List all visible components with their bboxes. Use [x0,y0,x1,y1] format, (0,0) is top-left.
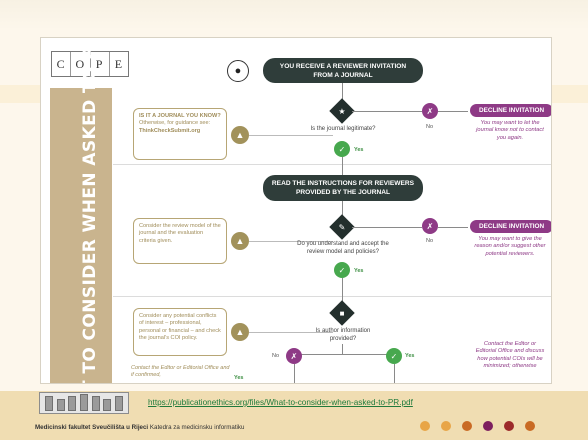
section-divider [113,164,551,165]
step3-no-icon: ✗ [286,348,302,364]
connector [342,201,343,217]
decorative-dot [462,421,472,431]
step3-yes-label: Yes [405,353,415,359]
step1-callout: IS IT A JOURNAL YOU KNOW? Otherwise, for… [133,108,227,160]
step2-yes-label: Yes [354,268,364,274]
step1-note: You may want to let the journal know not… [476,120,544,141]
step2-no-label: No [426,238,434,244]
megaphone-icon: ▲ [231,126,249,144]
step3-question: Is author information provided? [315,328,371,342]
decorative-dot [441,421,451,431]
step3-no-label: No [272,353,280,359]
step3-bottom-yes-label: Yes [234,375,244,381]
connector [342,344,343,354]
megaphone-icon: ▲ [231,232,249,250]
university-building-logo [39,392,129,414]
flowchart-image: C O P E WHAT TO CONSIDER WHEN ASKED TO P… [40,37,552,384]
step2-header: READ THE INSTRUCTIONS FOR REVIEWERS PROV… [263,175,423,201]
step3-yes-icon: ✓ [386,348,402,364]
slide-top-band [0,0,588,30]
step3-note: Contact the Editor or Editorial Office a… [475,341,545,369]
step1-callout-link: ThinkCheckSubmit.org [139,127,201,134]
step1-header: YOU RECEIVE A REVIEWER INVITATION FROM A… [263,58,423,83]
step1-callout-title: IS IT A JOURNAL YOU KNOW? [139,113,221,119]
connector [438,111,468,112]
step1-callout-body: Otherwise, for guidance see: [139,120,211,127]
connector [249,241,333,242]
connector [342,278,343,302]
connector [438,227,468,228]
decorative-dot [504,421,514,431]
connector [342,157,343,175]
step1-yes-label: Yes [354,147,364,153]
connector [249,332,333,333]
source-link[interactable]: https://publicationethics.org/files/What… [148,398,413,407]
decorative-dot [525,421,535,431]
section-divider [113,296,551,297]
footer-institution-name: Medicinski fakultet Sveučilišta u Rijeci [35,424,149,431]
cope-letter: P [91,52,110,76]
connector [352,111,422,112]
side-title-band: WHAT TO CONSIDER WHEN ASKED TO PEER REVI… [50,37,112,384]
award-icon: ★ [338,106,346,116]
step2-question: Do you understand and accept the review … [297,241,389,255]
author-card-icon: ■ [339,308,345,318]
connector [249,135,333,136]
side-title: WHAT TO CONSIDER WHEN ASKED TO PEER REVI… [80,37,100,384]
connector [294,354,392,355]
connector [394,364,395,383]
connector [352,227,422,228]
cope-letter: C [52,52,72,76]
step2-decline-badge: DECLINE INVITATION [470,220,551,233]
step3-callout: Consider any potential conflicts of inte… [133,308,227,356]
connector [342,83,343,105]
decorative-dot [420,421,430,431]
step1-no-icon: ✗ [422,103,438,119]
step1-decline-badge: DECLINE INVITATION [470,104,551,117]
connector [294,364,295,383]
step3-bottom-left-text: Contact the Editor or Editorial Office a… [131,365,230,378]
document-icon: ✎ [338,222,346,232]
step2-no-icon: ✗ [422,218,438,234]
step2-note: You may want to give the reason and/or s… [474,236,546,257]
decorative-dots [420,421,535,431]
step2-callout: Consider the review model of the journal… [133,218,227,264]
cope-letter: E [114,56,124,71]
megaphone-icon: ▲ [231,323,249,341]
reviewer-person-icon: ● [227,60,249,82]
step1-yes-icon: ✓ [334,141,350,157]
step1-no-label: No [426,124,434,130]
decorative-dot [483,421,493,431]
step1-question: Is the journal legitimate? [310,126,376,132]
step2-yes-icon: ✓ [334,262,350,278]
footer-department: Katedra za medicinsku informatiku [149,424,245,431]
footer-institution: Medicinski fakultet Sveučilišta u Rijeci… [35,424,244,431]
cope-letter: O [71,52,91,76]
cope-logo: C O P E [51,51,129,77]
